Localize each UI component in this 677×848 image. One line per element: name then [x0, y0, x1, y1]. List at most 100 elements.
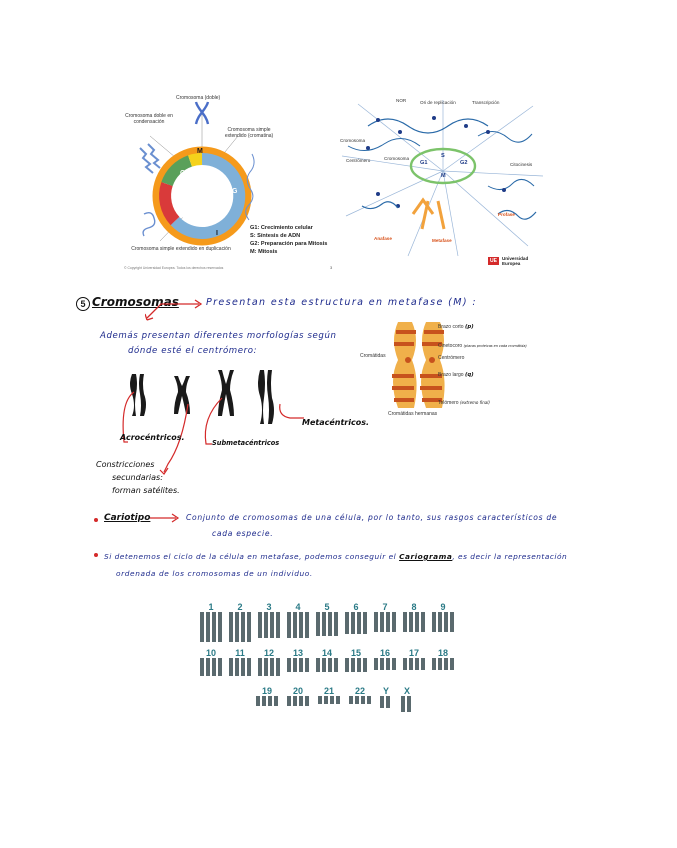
- page-number: 3: [330, 265, 333, 270]
- mitosis-figure: NOR Ori de replicación Transcripción Cro…: [338, 96, 548, 274]
- karyo-pair-18: 18: [432, 648, 454, 676]
- mitosis-label-citocinesis: Citocinesis: [510, 162, 533, 167]
- morph-intro-1: Además presentan diferentes morfologías …: [100, 331, 337, 341]
- karyo-pair-11: 11: [229, 648, 251, 676]
- karyo-num: 3: [266, 602, 272, 612]
- karyo-pair-5: 5: [316, 602, 338, 642]
- karyo-chromosomes: [349, 696, 371, 704]
- bullet1-def-1: Conjunto de cromosomas de una célula, po…: [186, 513, 558, 522]
- label-brazo-largo: Brazo largo (q): [438, 372, 474, 379]
- section-definition: Presentan esta estructura en metafase (M…: [206, 297, 477, 308]
- phase-m: M: [441, 173, 446, 179]
- bullet2-term: Cariograma: [399, 552, 453, 561]
- type-arrows: [122, 391, 304, 475]
- phase-g1: G1: [420, 160, 428, 166]
- karyo-pair-7: 7: [374, 602, 396, 642]
- section-title: Cromosomas: [92, 295, 179, 309]
- bullet1-arrow: [150, 513, 180, 523]
- mitosis-label-nor: NOR: [396, 98, 407, 103]
- mitosis-label-cromosoma-1: Cromosoma: [340, 138, 366, 143]
- karyo-pair-17: 17: [403, 648, 425, 676]
- legend-s: S: Síntesis de ADN: [250, 233, 301, 239]
- constrictions-line-2: secundarias:: [112, 473, 163, 482]
- karyo-num: 15: [350, 648, 361, 658]
- chromosome-illustration: [392, 322, 445, 408]
- legend-g2: G2: Preparación para Mitosis: [250, 241, 328, 247]
- karyo-chromosomes: [345, 658, 367, 672]
- karyo-pair-12: 12: [258, 648, 280, 676]
- label-brazo-corto: Brazo corto (p): [438, 324, 474, 331]
- karyo-num: 14: [321, 648, 332, 658]
- karyo-num: 18: [437, 648, 448, 658]
- label-cinetocoro: Cinetocoro (placas proteicas en cada cro…: [438, 343, 562, 350]
- karyo-chromosomes: [318, 696, 340, 704]
- karyo-pair-1: 1: [200, 602, 222, 642]
- karyo-num: 17: [408, 648, 419, 658]
- ring-letter-g2: G: [180, 170, 186, 177]
- karyo-num: 19: [261, 686, 272, 696]
- bullet-dot-2: [94, 553, 98, 557]
- karyo-chromosomes: [258, 658, 280, 676]
- mitosis-label-transcripcion: Transcripción: [472, 100, 500, 105]
- mitosis-label-cromosoma-2: Cromosoma: [384, 156, 410, 161]
- karyo-num: 5: [324, 602, 330, 612]
- karyo-chromosomes: [287, 612, 309, 638]
- labeled-chromosome-figure: Brazo corto (p) Cinetocoro (placas prote…: [360, 318, 560, 420]
- type-acrocentric: Acrocéntricos.: [120, 433, 185, 442]
- bullet2-line1: Si detenemos el ciclo de la célula en me…: [104, 552, 567, 561]
- karyo-num: 20: [292, 686, 303, 696]
- karyo-num: 8: [411, 602, 417, 612]
- phase-g2: G2: [460, 160, 468, 166]
- karyo-pair-20: 20: [287, 686, 309, 712]
- cycle-legend: G1: Crecimiento celular S: Síntesis de A…: [250, 224, 327, 256]
- karyo-chromosomes: [380, 696, 392, 708]
- copyright: © Copyright Universidad Europea. Todos l…: [124, 266, 224, 270]
- title-arrow: [145, 299, 203, 321]
- karyo-pair-21: 21: [318, 686, 340, 712]
- karyo-chromosomes: [374, 658, 396, 670]
- ring-letter-g1: G: [232, 188, 238, 195]
- karyo-num: 4: [295, 602, 301, 612]
- phase-s: S: [441, 153, 445, 159]
- karyo-num: 10: [205, 648, 216, 658]
- mitosis-diagram: [341, 100, 544, 257]
- karyo-chromosomes: [200, 612, 222, 642]
- karyotype-row-1: 1 2 3 4 5 6 7 8 9: [200, 602, 454, 642]
- karyo-num: Y: [382, 686, 389, 696]
- chromosome-sketches: [130, 370, 274, 424]
- cycle-label-top: Cromosoma (doble): [176, 95, 221, 101]
- label-cromatidas: Cromátidas: [360, 353, 386, 359]
- cycle-label-bottom: Cromosoma simple extendido en duplicació…: [131, 246, 231, 252]
- karyo-num: 11: [235, 648, 245, 658]
- constrictions-line-3: forman satélites.: [112, 486, 180, 495]
- mitosis-label-anafase: Anafase: [374, 236, 392, 241]
- label-brazo-corto-note: (p): [464, 324, 474, 330]
- legend-g1: G1: Crecimiento celular: [250, 225, 313, 231]
- karyo-chromosomes: [287, 696, 309, 706]
- section-number-text: 5: [80, 299, 86, 309]
- cycle-label-left: Cromosoma doble en condensación: [125, 113, 173, 125]
- karyo-pair-2: 2: [229, 602, 251, 642]
- karyo-num: 9: [440, 602, 446, 612]
- label-telomero: Telómero (extremo final): [438, 400, 490, 407]
- karyo-num: 1: [208, 602, 214, 612]
- university-logo: UE Universidad Europea: [488, 256, 532, 266]
- karyo-chromosomes: [287, 658, 309, 672]
- karyo-chromosomes: [200, 658, 222, 676]
- karyo-chromosomes: [229, 658, 251, 676]
- karyo-pair-3: 3: [258, 602, 280, 642]
- karyo-num: 22: [354, 686, 365, 696]
- karyo-pair-x: X: [401, 686, 413, 712]
- label-cinetocoro-note: (placas proteicas en cada cromátida): [463, 344, 527, 348]
- karyo-pair-14: 14: [316, 648, 338, 676]
- karyo-chromosomes: [432, 612, 454, 632]
- morph-intro-2: dónde esté el centrómero:: [128, 346, 258, 356]
- karyo-num: X: [403, 686, 410, 696]
- karyo-pair-19: 19: [256, 686, 278, 712]
- mitosis-label-profase: Profase: [498, 212, 515, 217]
- karyo-chromosomes: [229, 612, 251, 642]
- type-submetacentric: Submetacéntricos: [212, 439, 280, 447]
- label-brazo-corto-text: Brazo corto: [438, 324, 464, 330]
- cycle-label-right: Cromosoma simple extendido (cromatina): [224, 127, 274, 139]
- karyo-pair-15: 15: [345, 648, 367, 676]
